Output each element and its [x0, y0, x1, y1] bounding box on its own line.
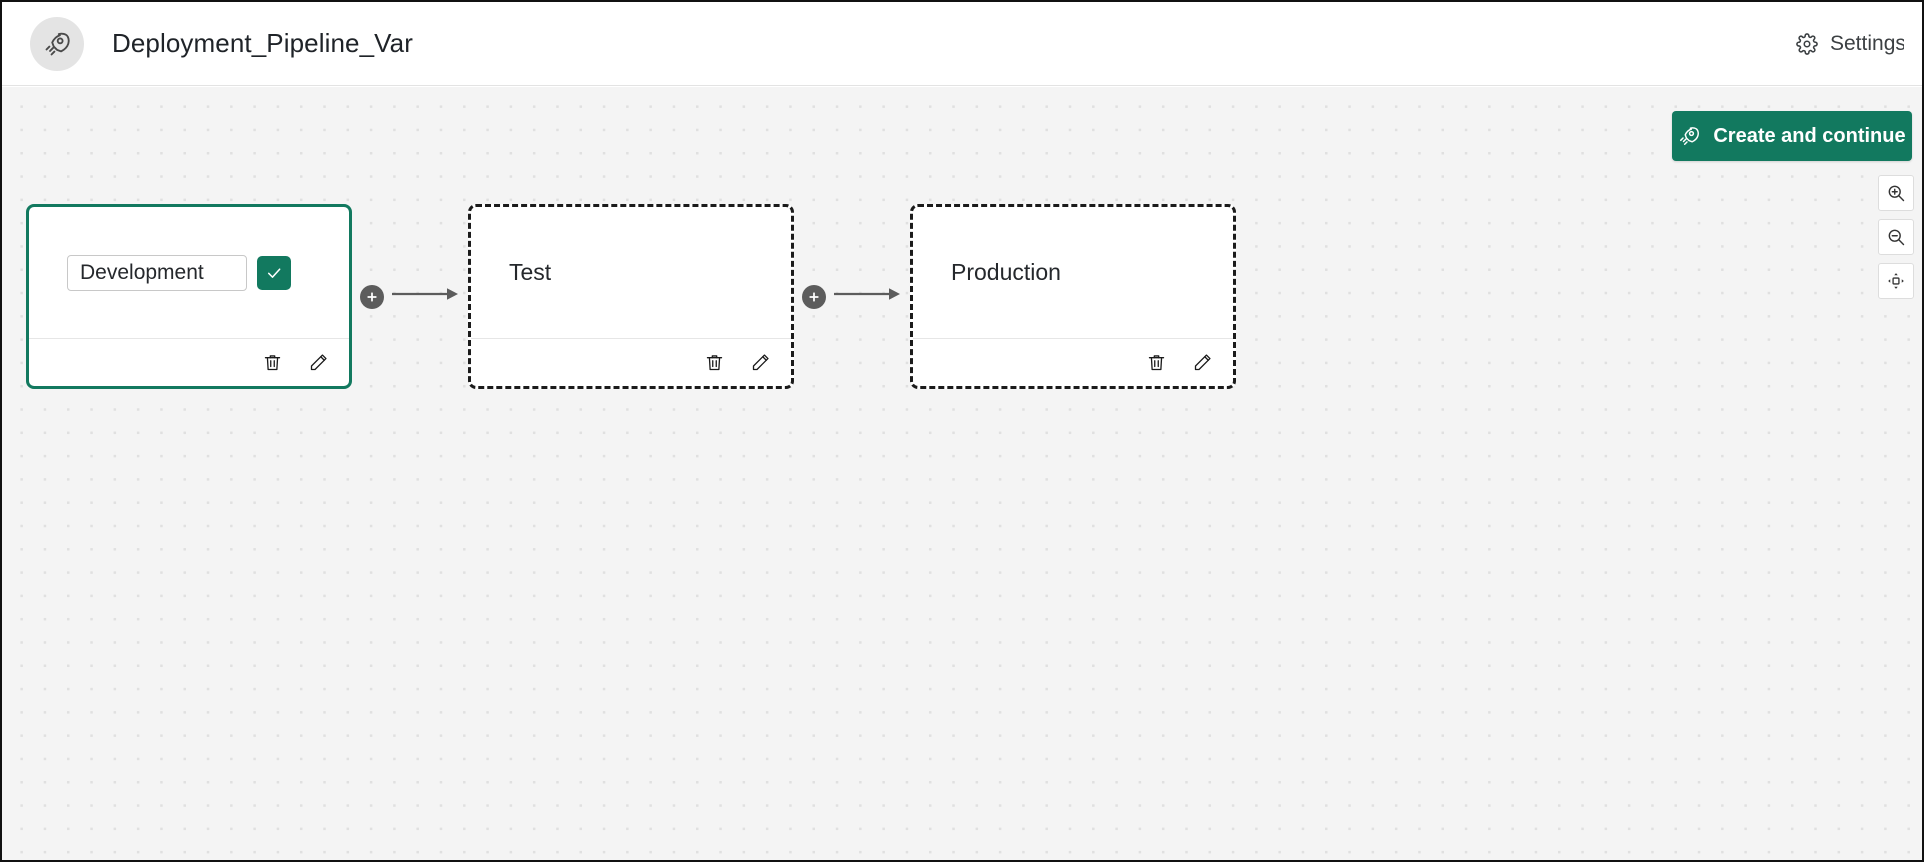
pencil-icon[interactable]: [305, 350, 331, 376]
plus-icon: [365, 290, 379, 304]
app-header: Deployment_Pipeline_Var Settings: [2, 2, 1922, 86]
trash-icon[interactable]: [259, 350, 285, 376]
rocket-icon: [1678, 125, 1700, 147]
arrow-right-icon: [834, 286, 902, 307]
node-label: Test: [509, 259, 552, 285]
pencil-icon[interactable]: [1189, 350, 1215, 376]
settings-button[interactable]: Settings: [1796, 32, 1904, 56]
add-node-button[interactable]: [802, 284, 826, 309]
node-edit-group: [67, 254, 291, 291]
add-node-button[interactable]: [360, 284, 384, 309]
create-and-continue-button[interactable]: Create and continue: [1672, 111, 1912, 161]
stage-name-input[interactable]: [67, 254, 247, 291]
node-footer: [29, 338, 349, 386]
rocket-icon: [30, 16, 84, 71]
node-footer: [471, 338, 791, 386]
zoom-in-button[interactable]: [1878, 175, 1914, 211]
fit-view-icon: [1886, 271, 1906, 291]
gear-icon: [1796, 32, 1818, 55]
node-footer: [913, 338, 1233, 386]
pipeline-node-development[interactable]: [26, 204, 352, 389]
trash-icon[interactable]: [701, 350, 727, 376]
node-body: Production: [913, 207, 1233, 338]
connector-1: [352, 284, 468, 309]
plus-icon: [807, 290, 821, 304]
zoom-out-icon: [1886, 227, 1906, 247]
trash-icon[interactable]: [1143, 350, 1169, 376]
pipeline-node-production[interactable]: Production: [910, 204, 1236, 389]
confirm-name-button[interactable]: [257, 255, 291, 290]
node-body: Test: [471, 207, 791, 338]
pipeline-canvas[interactable]: Create and continue: [2, 87, 1922, 860]
pipeline-flow: Test: [26, 204, 1236, 389]
page-title: Deployment_Pipeline_Var: [112, 28, 413, 58]
pencil-icon[interactable]: [747, 350, 773, 376]
node-label: Production: [951, 259, 1061, 285]
zoom-out-button[interactable]: [1878, 219, 1914, 255]
zoom-controls: [1878, 175, 1914, 299]
arrow-right-icon: [392, 286, 460, 307]
zoom-in-icon: [1886, 183, 1906, 203]
check-icon: [265, 264, 283, 282]
fit-view-button[interactable]: [1878, 263, 1914, 299]
node-body: [29, 207, 349, 338]
connector-2: [794, 284, 910, 309]
settings-label: Settings: [1830, 31, 1904, 55]
create-and-continue-label: Create and continue: [1713, 124, 1906, 147]
pipeline-node-test[interactable]: Test: [468, 204, 794, 389]
